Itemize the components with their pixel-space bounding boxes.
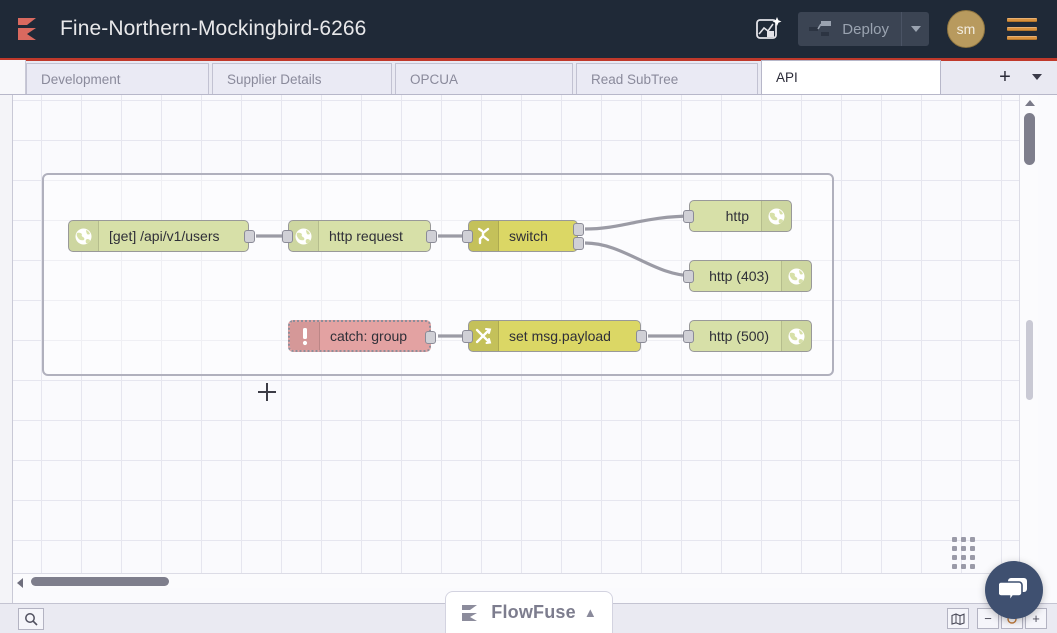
node-output-port-0[interactable] — [426, 230, 437, 243]
node-output-port-0[interactable] — [573, 223, 584, 236]
node-input-port[interactable] — [462, 230, 473, 243]
flowfuse-logo-icon — [462, 604, 478, 621]
node-output-port-0[interactable] — [244, 230, 255, 243]
node-input-port[interactable] — [683, 330, 694, 343]
ai-assistant-icon[interactable] — [752, 12, 786, 46]
tab-list-menu-icon[interactable] — [1025, 62, 1049, 92]
deploy-button-label: Deploy — [842, 20, 889, 38]
alert-exclamation-icon — [290, 322, 320, 350]
tab-bar-actions: + — [991, 60, 1057, 94]
page-title: Fine-Northern-Mockingbird-6266 — [60, 17, 367, 40]
scroll-up-arrow-icon[interactable] — [1025, 100, 1035, 106]
node-input-port[interactable] — [683, 270, 694, 283]
flowfuse-badge[interactable]: FlowFuse ▲ — [445, 591, 613, 633]
change-swap-icon — [469, 321, 499, 351]
switch-fork-icon — [469, 221, 499, 251]
flow-node-label: http request — [329, 228, 403, 244]
flow-node-label: http (500) — [709, 328, 769, 344]
avatar[interactable]: sm — [947, 10, 985, 48]
globe-icon — [289, 221, 319, 251]
vertical-scroll-thumb[interactable] — [1024, 113, 1035, 165]
tab-supplier-details[interactable]: Supplier Details — [212, 63, 392, 94]
node-output-port-0[interactable] — [425, 331, 436, 344]
node-input-port[interactable] — [462, 330, 473, 343]
flow-node-label: set msg.payload — [509, 328, 611, 344]
editor-workspace: [get] /api/v1/users http request switch htt… — [0, 95, 1057, 603]
workspace-left-rail — [0, 95, 13, 603]
flow-node-label: http — [725, 208, 749, 224]
node-output-port-1[interactable] — [573, 237, 584, 250]
vertical-scroll-thumb-secondary[interactable] — [1026, 320, 1033, 400]
tab-read-subtree[interactable]: Read SubTree — [576, 63, 758, 94]
deploy-dropdown-toggle[interactable] — [901, 12, 929, 46]
flow-node-label: switch — [509, 228, 548, 244]
app-header: Fine-Northern-Mockingbird-6266 Deploy — [0, 0, 1057, 58]
chat-bubble-icon[interactable] — [985, 561, 1043, 619]
add-flow-icon[interactable]: + — [999, 66, 1011, 88]
globe-icon — [69, 221, 99, 251]
deploy-nodes-icon — [808, 19, 834, 39]
chevron-up-icon[interactable]: ▲ — [583, 605, 597, 620]
flow-tab-bar: Development Supplier Details OPCUA Read … — [0, 60, 1057, 95]
flow-canvas[interactable]: [get] /api/v1/users http request switch htt… — [13, 95, 1038, 588]
node-input-port[interactable] — [683, 210, 694, 223]
canvas-vertical-scrollbar[interactable] — [1019, 95, 1038, 588]
tab-opcua[interactable]: OPCUA — [395, 63, 573, 94]
header-accent-rule — [0, 58, 1057, 61]
tab-api[interactable]: API — [761, 60, 941, 94]
flow-node-label: catch: group — [330, 328, 408, 344]
flow-node-catch-group[interactable]: catch: group — [288, 320, 436, 352]
flowfuse-label: FlowFuse — [491, 602, 576, 622]
deploy-button[interactable]: Deploy — [798, 12, 929, 46]
node-input-port[interactable] — [282, 230, 293, 243]
node-output-port-0[interactable] — [636, 330, 647, 343]
scroll-left-arrow-icon[interactable] — [17, 578, 23, 588]
flow-node-label: http (403) — [709, 268, 769, 284]
crosshair-cursor — [258, 383, 276, 401]
globe-icon — [781, 261, 811, 291]
globe-icon — [781, 321, 811, 351]
globe-icon — [761, 201, 791, 231]
navigator-map-icon[interactable] — [947, 608, 969, 629]
flow-node-http-resp-200[interactable]: http — [683, 200, 792, 232]
tab-bar-gutter — [0, 60, 26, 94]
flow-node-set-payload[interactable]: set msg.payload — [462, 320, 647, 352]
flow-node-http-request[interactable]: http request — [282, 220, 437, 252]
zoom-out-button[interactable]: − — [977, 608, 999, 629]
hamburger-menu-icon[interactable] — [1007, 18, 1037, 40]
drag-handle-dots-icon[interactable] — [952, 537, 975, 569]
flow-node-label: [get] /api/v1/users — [109, 228, 220, 244]
tab-development[interactable]: Development — [26, 63, 209, 94]
canvas-horizontal-scrollbar[interactable] — [13, 573, 1038, 588]
flow-node-http-in[interactable]: [get] /api/v1/users — [68, 220, 255, 252]
flow-node-switch[interactable]: switch — [462, 220, 584, 252]
flow-node-http-resp-500[interactable]: http (500) — [683, 320, 812, 352]
chevron-down-icon — [910, 26, 921, 32]
flow-node-http-resp-403[interactable]: http (403) — [683, 260, 812, 292]
flowfuse-logo-icon — [16, 16, 44, 42]
search-button[interactable] — [18, 607, 44, 630]
search-icon — [25, 612, 38, 626]
horizontal-scroll-thumb[interactable] — [31, 577, 169, 586]
